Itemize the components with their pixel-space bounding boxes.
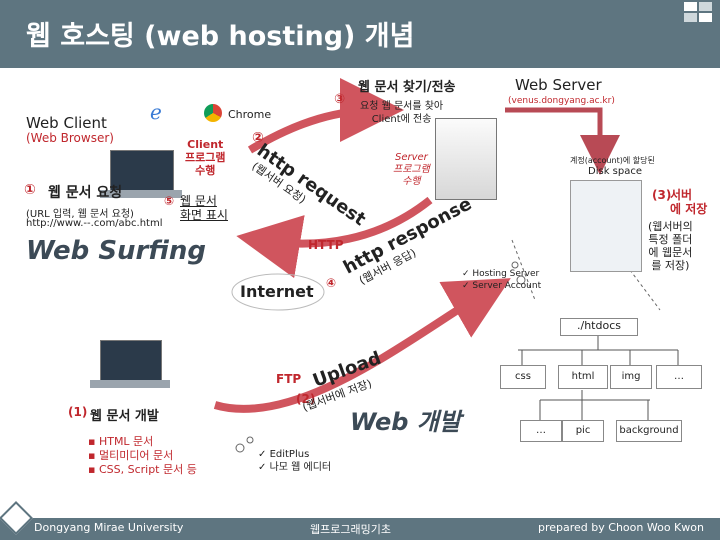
step3-detail-line: Client에 전송: [371, 114, 432, 125]
store-detail-line: 에 웹문서: [648, 246, 693, 259]
tree-node-css: css: [500, 365, 546, 389]
disk-space-box: [570, 180, 642, 272]
dev-tool-text: 나모 웹 에디터: [269, 462, 332, 473]
step5-num: ⑤: [164, 194, 175, 208]
laptop-base: [100, 190, 182, 198]
server-program-line: Server: [395, 152, 428, 163]
internet-label: Internet: [240, 282, 314, 301]
server-program: Server 프로그램 수행: [393, 152, 430, 188]
client-program: Client 프로그램 수행: [185, 138, 225, 177]
dev-step1-label: 웹 문서 개발: [90, 409, 159, 424]
step3-detail-line: 요청 웹 문서를 찾아: [360, 101, 444, 112]
chrome-label: Chrome: [228, 108, 272, 121]
web-browser-label: (Web Browser): [26, 131, 114, 145]
tree-node-img: img: [610, 365, 652, 389]
server-host: (venus.dongyang.ac.kr): [508, 96, 615, 106]
tree-node-more-2: …: [520, 420, 562, 442]
store-label: 서버 에 저장: [670, 188, 707, 216]
web-dev-label: Web 개발: [350, 408, 461, 436]
logo-icon: [684, 2, 712, 22]
store-detail-line: 를 저장): [651, 259, 690, 272]
tree-root: ./htdocs: [560, 318, 638, 336]
step5-line: 웹 문서: [180, 194, 217, 208]
laptop-screen: [110, 150, 174, 192]
store-detail-line: 특정 폴더: [648, 233, 693, 246]
footer-center: 웹프로그래밍기초: [310, 523, 391, 536]
title-bar: [0, 0, 720, 68]
server-program-line: 프로그램: [393, 164, 430, 175]
dev-bullet-text: CSS, Script 문서 등: [98, 463, 197, 476]
request-num: ②: [252, 130, 264, 146]
step5-line: 화면 표시: [180, 208, 228, 222]
step3-num: ③: [334, 92, 346, 107]
tree-node-pic: pic: [562, 420, 604, 442]
web-surfing-label: Web Surfing: [26, 236, 206, 266]
dev-tools: ✓ EditPlus ✓ 나모 웹 에디터: [258, 448, 331, 474]
hosting-list: ✓ Hosting Server ✓ Server Account: [462, 268, 541, 292]
hosting-item-text: Server Account: [472, 281, 542, 291]
step1-url: http://www.--.com/abc.html: [26, 218, 163, 229]
http-label: HTTP: [308, 238, 344, 252]
tree-node-background: background: [616, 420, 682, 442]
client-program-line: Client: [187, 138, 224, 151]
tree-node-more: …: [656, 365, 702, 389]
dev-bullets: ▪ HTML 문서 ▪ 멀티미디어 문서 ▪ CSS, Script 문서 등: [88, 435, 197, 477]
dev-step1-num: (1): [68, 405, 88, 419]
cloud-icon: [231, 273, 325, 311]
tree-node-html: html: [558, 365, 608, 389]
disk-space-label: Disk space: [588, 166, 642, 177]
store-num: (3): [652, 188, 672, 202]
step1-detail: (URL 입력, 웹 문서 요청): [26, 209, 134, 220]
dev-bullet-text: 멀티미디어 문서: [98, 449, 174, 462]
ftp-label: FTP: [276, 372, 302, 386]
web-server-label: Web Server: [515, 76, 602, 94]
dev-tool-text: EditPlus: [269, 449, 310, 460]
server-program-line: 수행: [402, 176, 421, 187]
client-program-line: 프로그램: [185, 151, 226, 164]
hosting-item-text: Hosting Server: [472, 269, 540, 279]
step1-label: 웹 문서 요청: [48, 185, 123, 201]
page-title: 웹 호스팅 (web hosting) 개념: [26, 21, 415, 52]
client-program-line: 수행: [195, 164, 216, 177]
step3-detail: 요청 웹 문서를 찾아 Client에 전송: [360, 100, 443, 126]
footer-left: Dongyang Mirae University: [34, 521, 184, 534]
store-label-line: 에 저장: [670, 202, 708, 216]
dev-bullet: ▪ 멀티미디어 문서: [88, 449, 174, 462]
web-client-label: Web Client: [26, 114, 107, 132]
footer-bar: [0, 518, 720, 540]
store-detail: (웹서버의 특정 폴더 에 웹문서 를 저장): [648, 220, 693, 272]
dev-laptop-base: [90, 380, 170, 388]
step3-label: 웹 문서 찾기/전송: [358, 80, 456, 95]
account-note: 계정(account)에 할당된: [570, 156, 655, 165]
ie-icon: ℯ: [150, 100, 162, 124]
hosting-item: ✓ Hosting Server: [462, 269, 540, 279]
store-label-line: 서버: [670, 188, 693, 202]
step1-num: ①: [24, 182, 36, 198]
dev-bullet: ▪ HTML 문서: [88, 435, 154, 448]
upload-num: (2): [296, 392, 316, 406]
footer-right: prepared by Choon Woo Kwon: [538, 521, 704, 534]
dev-bullet: ▪ CSS, Script 문서 등: [88, 463, 197, 476]
store-detail-line: (웹서버의: [648, 220, 693, 233]
server-icon: [435, 118, 497, 200]
response-num: ④: [326, 276, 337, 290]
dev-tool: ✓ 나모 웹 에디터: [258, 462, 332, 473]
chrome-icon: [204, 104, 222, 122]
dev-laptop-screen: [100, 340, 162, 382]
hosting-item: ✓ Server Account: [462, 281, 542, 291]
dev-bullet-text: HTML 문서: [98, 435, 154, 448]
dev-tool: ✓ EditPlus: [258, 449, 310, 460]
step5-label: 웹 문서 화면 표시: [180, 194, 228, 222]
